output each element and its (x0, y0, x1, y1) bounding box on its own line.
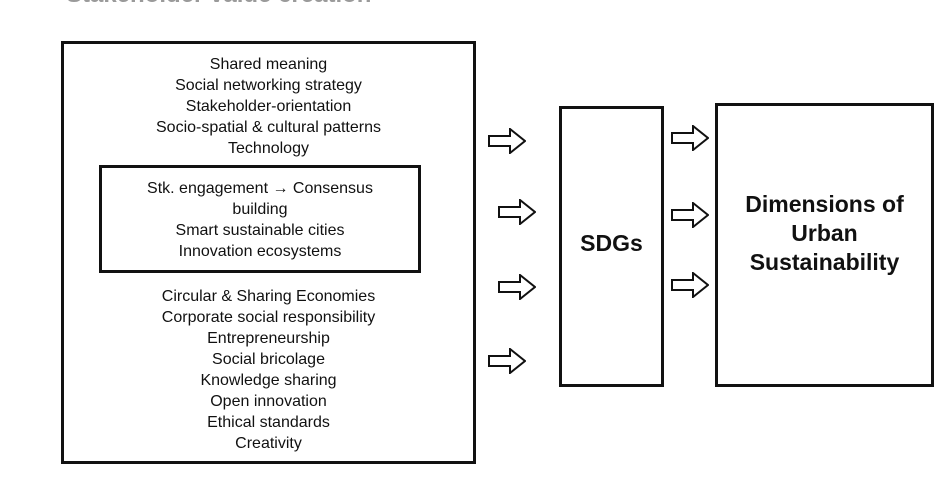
diagram-title: Stakeholder value creation (66, 0, 371, 9)
item: Stakeholder-orientation (185, 98, 352, 115)
item: Socio-spatial & cultural patterns (156, 119, 381, 136)
urban-sustainability-box: Dimensions of Urban Sustainability (715, 103, 934, 387)
item: Corporate social responsibility (161, 309, 376, 326)
item: Open innovation (210, 393, 327, 410)
item: Social bricolage (212, 351, 325, 368)
item: Entrepreneurship (207, 330, 330, 347)
right-arrow-icon (671, 202, 709, 228)
inner-highlight-box: Stk. engagement → Consensus building Sma… (99, 165, 421, 273)
item: Stk. engagement → Consensus (147, 180, 373, 197)
right-arrow-icon (498, 199, 536, 225)
bottom-items: Circular & Sharing Economies Corporate s… (64, 286, 473, 454)
sdgs-box: SDGs (559, 106, 664, 387)
right-arrow-icon (488, 348, 526, 374)
dimensions-line: Urban (791, 220, 858, 246)
top-items: Shared meaning Social networking strateg… (64, 54, 473, 159)
right-arrow-icon (671, 125, 709, 151)
right-arrow-icon (488, 128, 526, 154)
item: Social networking strategy (175, 77, 362, 94)
item: building (232, 201, 288, 218)
item: Technology (228, 140, 309, 157)
dimensions-line: Dimensions of (745, 191, 904, 217)
item: Knowledge sharing (200, 372, 337, 389)
sdgs-label: SDGs (580, 230, 643, 256)
stakeholder-factors-box: Shared meaning Social networking strateg… (61, 41, 476, 464)
right-arrow-icon (671, 272, 709, 298)
item: Innovation ecosystems (178, 243, 342, 260)
right-arrow-icon (498, 274, 536, 300)
item: Shared meaning (209, 56, 328, 73)
dimensions-line: Sustainability (749, 249, 900, 275)
item: Ethical standards (207, 414, 330, 431)
item: Creativity (235, 435, 302, 452)
item: Smart sustainable cities (175, 222, 345, 239)
item: Circular & Sharing Economies (161, 288, 376, 305)
